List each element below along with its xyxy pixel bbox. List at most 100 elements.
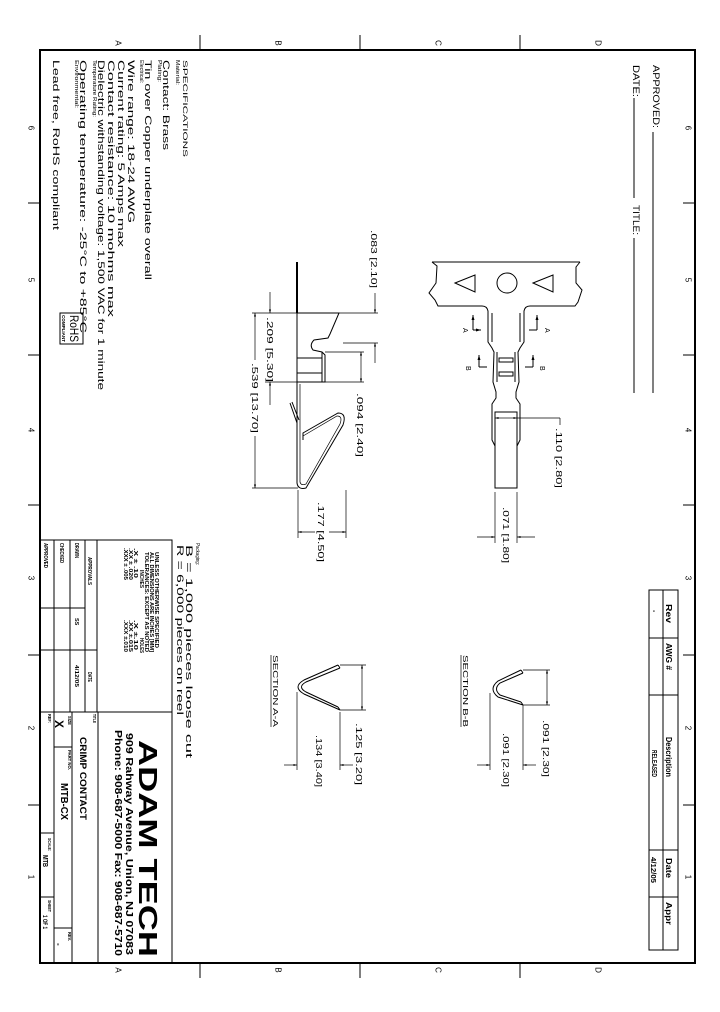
approvals-date-header: DATE [86,672,92,682]
zone-letter-c-bottom: C [434,967,443,973]
dimension-209-label: .209 [5.30] [265,317,274,382]
company-address: 909 Rahway Avenue, Union, NJ 07083 [123,733,134,956]
spec-material-label: Material: [174,60,180,85]
rev-header: Rev [664,604,673,624]
zone-number-2-right: 2 [684,726,693,731]
dimension-110-label: .110 [2.80] [554,428,563,488]
spec-heading: SPECIFICATIONS [181,60,187,157]
tolerance-holes-2: .XX ±.015 [127,620,133,652]
spec-environmental-label: Environmental: [73,60,79,108]
zone-number-3-left: 3 [27,576,36,581]
dimension-125: .125 [3.20] [340,664,366,785]
approvals-block: UNLESS OTHERWISE SPECIFIED ALL DIMENSION… [39,539,173,713]
dimension-091-height-label: .091 [2.30] [541,720,550,777]
section-b-marker-right: B [538,366,545,371]
dimension-083-label: .083 [2.10] [369,230,378,288]
revision-table: Rev AWG # Description Date Appr - RELEAS… [648,589,679,951]
specifications: SPECIFICATIONS Material: Contact: Brass … [51,60,187,390]
company-phone: Phone: 908-687-5000 Fax: 908-687-5710 [112,730,123,957]
dimension-091-height: .091 [2.30] [523,669,550,777]
zone-number-6-right: 6 [684,126,693,131]
slot [498,371,514,377]
part-no-label: PART NO. [67,750,72,770]
tolerance-holes-1: .X ±.10 [132,620,138,650]
dimension-125-label: .125 [3.20] [354,723,363,785]
zone-number-1-left: 1 [27,875,36,880]
customer-approval: APPROVED: DATE: TITLE: [631,65,661,393]
awg-header: AWG # [664,643,673,671]
dimension-134-label: .134 [3.40] [314,735,323,787]
spec-contact-resistance: Contact resistance: 10 mohms max [106,60,116,318]
dimension-091-width-label: .091 [2.30] [501,733,510,787]
appr-header: Appr [664,902,673,925]
ref-label: REF: [47,714,52,723]
dimension-094-label: .094 [2.40] [355,393,364,457]
zone-letter-b-top: B [274,40,283,45]
dimension-177-label: .177 [4.50] [316,502,325,562]
zone-number-1-right: 1 [684,875,693,880]
tolerance-holes-label: HOLES [138,638,144,653]
spec-current-rating: Current rating: 5 Amps max [116,60,126,248]
zone-letter-a-top: A [114,40,123,46]
triangle-right-icon [531,274,554,293]
drawn-label: DRAWN [73,543,79,558]
part-title: CRIMP CONTACT [78,737,88,821]
revision-row: - RELEASED 4/12/05 [649,610,657,883]
dimension-177: .177 [4.50] [297,490,347,562]
spec-operating-temperature: Operating temperature: -25°C to +85°C [78,60,88,334]
sheet-value: 1 OF 1 [41,915,47,930]
triangle-left-icon [453,274,476,293]
dimension-134: .134 [3.40] [284,692,353,787]
carrier-strip [428,261,583,307]
dimension-071-label: .071 [1.80] [501,507,510,563]
dimension-094: .094 [2.40] [325,351,364,457]
sheet-label: SHEET [47,900,52,912]
rev-value: - [650,610,657,613]
zone-number-6-left: 6 [27,126,36,131]
zone-ticks [28,35,695,978]
zone-letter-d-bottom: D [594,967,603,973]
description-header: Description [664,737,673,777]
drawn-date: 4/12/05 [73,665,79,687]
rohs-badge-bottom: COMPLIANT [61,315,66,342]
spec-temperature-label: Temperature Rating: [91,60,97,117]
spec-dielectric: Dielectric withstanding voltage: 1,500 V… [96,60,106,390]
zone-number-5-right: 5 [684,278,693,283]
zone-letter-a-bottom: A [114,967,123,973]
tolerance-inches-1: .X ± .10 [132,548,138,578]
spec-electrical-label: Electrical: [138,60,144,83]
description-value: RELEASED [650,750,657,777]
dimension-209: .209 [5.30] [252,292,297,405]
tolerance-inches-2: .XX ± .020 [127,548,133,580]
section-a-marker-left: A [461,328,468,333]
tolerance-inches-3: .XXX ± .005 [122,548,128,580]
dimension-071: .071 [1.80] [477,492,535,563]
zone-letter-c-top: C [434,40,443,46]
date-header: Date [664,858,673,879]
zone-number-3-right: 3 [684,576,693,581]
frame-border [39,49,696,964]
company-logo-text: ADAM TECH [133,740,163,957]
tolerance-line-3: TOLERANCES: EXCEPT AS NOTED [143,552,149,652]
lance [289,401,300,424]
scale-value: MTB [41,855,48,867]
zone-letter-b-bottom: B [274,967,283,972]
section-b-b-view: SECTION B-B .091 [2.30] .091 [2.30] [460,655,550,787]
size-value: X [52,720,66,728]
packaging-label: Packaging: [194,543,200,565]
title-label: TITLE: [631,205,641,235]
spec-wire-range: Wire range: 18-24 AWG [126,60,136,223]
contact-body-side [296,312,340,383]
tolerance-line-2: ALL DIMENSIONS ARE INCHES [MM] [148,552,154,652]
tolerance-holes-3: .XXX ±.010 [122,620,128,652]
packaging-notes: Packaging: B = 1,000 pieces loose cut R … [175,543,200,759]
contact-outline-left [481,305,498,447]
zone-number-5-left: 5 [27,278,36,283]
rev-value-block: - [54,943,63,946]
size-label: SIZE [67,716,72,725]
pilot-hole [496,272,518,294]
top-view: A A B B .110 [2.80] .071 [1.80] [428,261,583,563]
spring-contact [296,382,345,489]
dimension-539: .539 [13.70] [250,313,298,489]
section-b-marker-left: B [464,366,471,371]
